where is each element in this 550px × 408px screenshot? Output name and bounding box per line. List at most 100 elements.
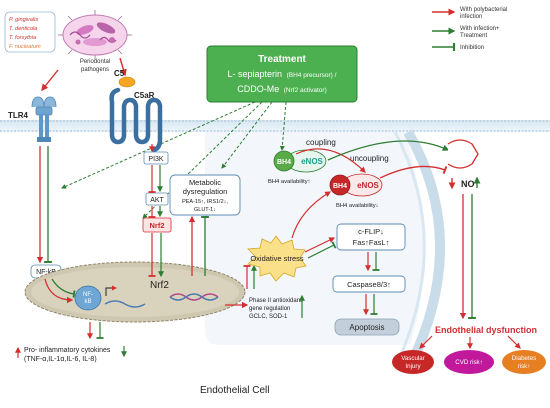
vascular-injury-oval — [392, 350, 434, 374]
bh4-uncoupled-label: BH4 — [333, 183, 347, 190]
metabolic-title-line2: dysregulation — [183, 187, 228, 196]
diabetes-risk-line1: Diabetes — [512, 355, 536, 362]
metabolic-detail-line2: GLUT-1↓ — [194, 207, 216, 213]
cell-edge-band — [403, 129, 445, 365]
bh4-coupled-circle — [273, 150, 295, 172]
legend-item-inhibition: Inhibition — [460, 45, 484, 51]
apoptosis-box — [334, 318, 400, 336]
enos-uncoupled-label: eNOS — [357, 181, 379, 190]
pathogens-illustration — [58, 10, 132, 60]
c5-molecule — [118, 76, 136, 88]
c5-label: C5 — [114, 69, 125, 78]
nrf2-box — [142, 217, 172, 233]
inhibit-uncoupled-to-no-red — [379, 165, 448, 179]
akt-box — [145, 192, 169, 206]
nucleus-nfkb-blob — [74, 285, 102, 311]
dna-strand-c — [104, 300, 146, 308]
treatment-line2: CDDO-Me (Nrf2 activator) — [237, 84, 327, 94]
species-box — [4, 11, 56, 53]
vascular-injury-line1: Vascular — [401, 355, 425, 362]
nucleus-nfkb-line2: kB — [84, 299, 91, 305]
metabolic-detail-line1: PEA-15↑, IRS1/2↓, — [182, 199, 228, 205]
treatment-line1: L- sepiapterin (BH4 precursor) / — [228, 69, 337, 79]
nrf2-label: Nrf2 — [149, 221, 164, 230]
tlr4-label: TLR4 — [8, 111, 29, 120]
arrow-oxidative-to-uncoupling — [291, 191, 332, 239]
phase2-line2: gene regulation — [249, 306, 290, 312]
nucleus-nfkb-line1: NF- — [83, 292, 93, 298]
phase2-line1: Phase II antioxidant — [249, 298, 302, 304]
pi3k-box — [143, 151, 169, 165]
transcription-arrow — [105, 285, 117, 296]
bh4-coupled-label: BH4 — [277, 159, 291, 166]
dna-strand-a — [169, 293, 219, 301]
arrow-oxidative-to-fas — [304, 237, 336, 253]
pi3k-label: PI3K — [148, 156, 164, 163]
dashed-treatment-to-metabolic — [221, 101, 273, 169]
legend-item-polybacterial-line2: infection — [460, 14, 482, 20]
treatment-sepiapterin-note: (BH4 precursor) / — [287, 72, 337, 79]
treatment-box — [206, 45, 358, 103]
uncoupling-label: uncoupling — [350, 154, 389, 163]
legend-item-treatment-line1: With infection+ — [460, 26, 500, 32]
c5ar-label: C5aR — [134, 91, 155, 100]
species-t-denticola: T. denticola — [9, 26, 37, 32]
dashed-treatment-to-nrf2 — [142, 101, 263, 219]
arrow-coupled-to-uncoupled — [295, 148, 366, 173]
treatment-title: Treatment — [258, 54, 306, 65]
coupling-label: coupling — [306, 138, 336, 147]
phase2-line3: GCLC, SOD-1 — [249, 314, 288, 320]
caspase-box — [332, 275, 406, 293]
diabetes-risk-oval — [502, 350, 546, 374]
species-p-gingivalis: P. gingivalis — [9, 17, 38, 23]
arrow-pathogens-to-tlr4 — [41, 69, 59, 92]
treatment-cddo-me-note: (Nrf2 activator) — [284, 87, 327, 94]
species-f-nucleatum: F. nucleatum — [9, 44, 41, 50]
endothelial-cell-label: Endothelial Cell — [200, 385, 270, 396]
cytokines-line2: (TNF-α,IL-1α,IL-6, IL-8) — [24, 356, 97, 363]
cytokines-line1: Pro- inflammatory cytokines — [24, 347, 111, 354]
caspase-label: Caspase8/3↑ — [347, 280, 391, 289]
akt-label: AKT — [150, 197, 164, 204]
oxidative-stress-burst — [247, 235, 307, 282]
legend: With polybacterial infection With infect… — [432, 7, 507, 52]
no-label: NO — [461, 179, 475, 189]
endothelial-dysfunction-label: Endothelial dysfunction — [435, 325, 537, 335]
species-t-forsythia: T. forsythia — [9, 35, 36, 41]
no-crescent — [447, 139, 479, 169]
pathogens-label-line1: Periodontal — [80, 59, 110, 65]
legend-item-treatment-line2: Treatment — [460, 33, 487, 39]
cell-membrane — [0, 120, 550, 132]
arrow-pathogens-to-c5 — [119, 57, 127, 77]
cell-edge-line — [393, 131, 426, 363]
pathogens-label-line2: pathogens — [81, 67, 109, 73]
dashed-treatment-to-bh4 — [279, 101, 287, 151]
oxidative-stress-label: Oxidative stress — [250, 254, 304, 263]
bh4-uncoupled-circle — [329, 174, 351, 196]
dna-strand-b — [169, 293, 219, 301]
nfkb-label: NF-kB — [36, 269, 56, 276]
c5ar-receptor — [109, 87, 163, 153]
inhibit-oxidative-to-fas — [307, 241, 337, 259]
treatment-sepiapterin: L- sepiapterin — [228, 69, 283, 79]
arrow-dysfunction-to-diabetes — [507, 335, 521, 349]
cvd-risk-label: CVD risk↑ — [455, 359, 483, 366]
vascular-injury-line2: Injury — [405, 363, 421, 370]
fas-label: Fas↑FasL↑ — [353, 238, 390, 247]
nucleus-nrf2-label: Nrf2 — [150, 280, 169, 291]
enos-coupled-label: eNOS — [301, 157, 323, 166]
apoptosis-label: Apoptosis — [349, 323, 384, 332]
inhibit-nfkb-to-nucleus-green — [51, 278, 76, 298]
treatment-cddo-me: CDDO-Me — [237, 84, 279, 94]
metabolic-box — [169, 174, 241, 216]
legend-item-polybacterial-line1: With polybacterial — [460, 7, 507, 13]
diabetes-risk-line2: risk↑ — [518, 363, 531, 370]
metabolic-title-line1: Metabolic — [189, 178, 221, 187]
cflip-label: c-FLIP↓ — [358, 227, 384, 236]
arrow-dysfunction-to-vascular — [419, 335, 433, 349]
cvd-risk-oval — [444, 350, 494, 374]
arrow-coupled-to-no-green — [327, 140, 450, 161]
cflip-fas-box — [336, 223, 406, 251]
